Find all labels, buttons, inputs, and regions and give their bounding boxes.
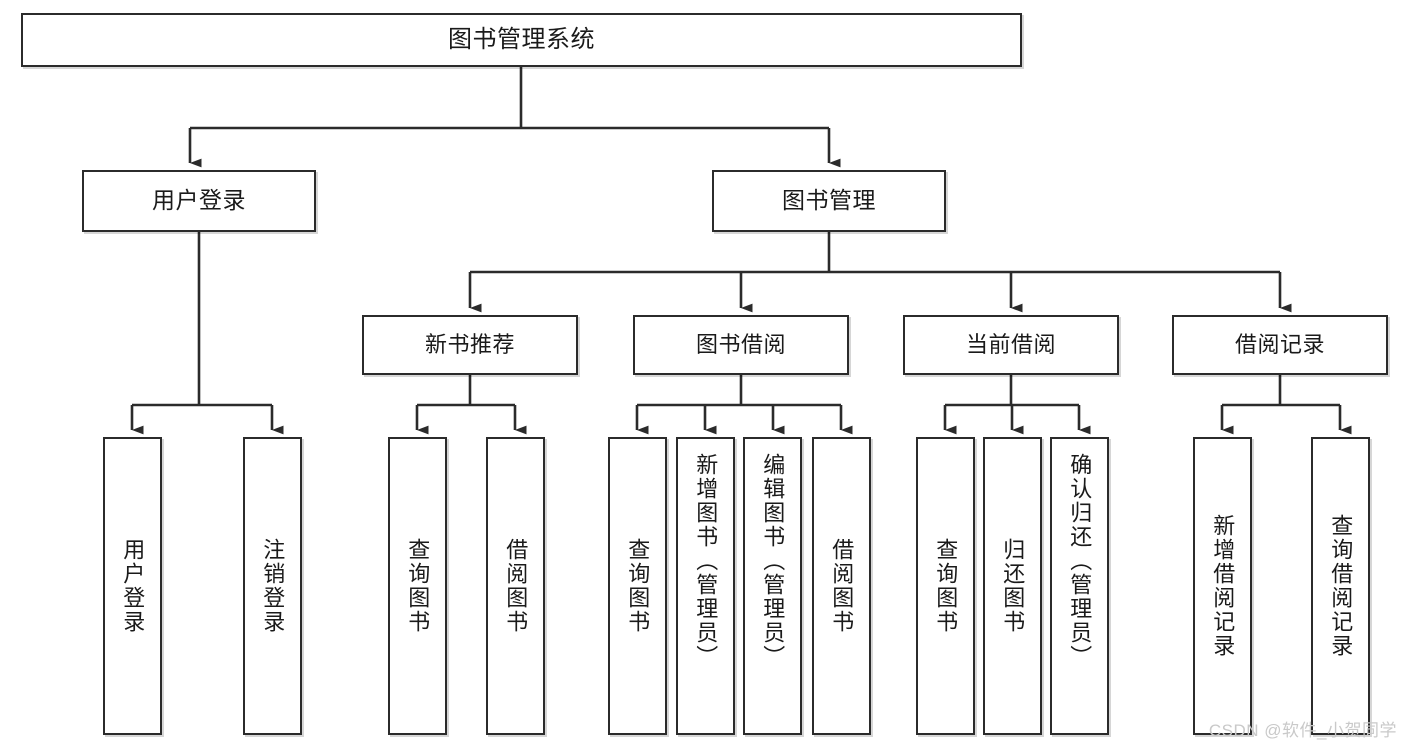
node-label: 图书管理 (782, 187, 876, 214)
node-new-book-recommend[interactable]: 新书推荐 (362, 315, 578, 375)
leaf-borrow-records-add-record[interactable]: 新增借阅记录 (1193, 437, 1252, 735)
node-book-borrow[interactable]: 图书借阅 (633, 315, 849, 375)
node-borrow-records[interactable]: 借阅记录 (1172, 315, 1388, 375)
leaf-label: 注销登录 (260, 538, 286, 634)
leaf-book-borrow-query-book[interactable]: 查询图书 (608, 437, 667, 735)
node-label: 图书借阅 (695, 331, 786, 357)
node-label: 借阅记录 (1234, 331, 1325, 357)
watermark: CSDN @软件_小贺同学 (1208, 721, 1397, 740)
leaf-label: 查询借阅记录 (1328, 514, 1354, 658)
leaf-label: 借阅图书 (503, 538, 529, 634)
leaf-current-borrow-confirm-return-admin[interactable]: 确认归还（管理员） (1050, 437, 1109, 735)
leaf-current-borrow-return-book[interactable]: 归还图书 (983, 437, 1042, 735)
leaf-new-book-query-book[interactable]: 查询图书 (388, 437, 447, 735)
node-label: 新书推荐 (424, 331, 515, 357)
leaf-new-book-borrow-book[interactable]: 借阅图书 (486, 437, 545, 735)
node-root-book-management-system[interactable]: 图书管理系统 (21, 13, 1022, 67)
leaf-book-borrow-add-book-admin[interactable]: 新增图书（管理员） (676, 437, 735, 735)
leaf-label: 查询图书 (933, 538, 959, 634)
node-current-borrow[interactable]: 当前借阅 (903, 315, 1119, 375)
node-label: 图书管理系统 (448, 25, 595, 53)
leaf-label: 查询图书 (405, 538, 431, 634)
leaf-borrow-records-query-record[interactable]: 查询借阅记录 (1311, 437, 1370, 735)
leaf-label: 查询图书 (625, 538, 651, 634)
leaf-book-borrow-borrow-book[interactable]: 借阅图书 (812, 437, 871, 735)
leaf-book-borrow-edit-book-admin[interactable]: 编辑图书（管理员） (743, 437, 802, 735)
leaf-label: 确认归还（管理员） (1067, 453, 1093, 669)
leaf-current-borrow-query-book[interactable]: 查询图书 (916, 437, 975, 735)
leaf-user-login-logout[interactable]: 注销登录 (243, 437, 302, 735)
node-user-login[interactable]: 用户登录 (82, 170, 316, 232)
node-label: 当前借阅 (965, 331, 1056, 357)
leaf-label: 借阅图书 (829, 538, 855, 634)
leaf-label: 新增图书（管理员） (693, 453, 719, 669)
leaf-label: 编辑图书（管理员） (760, 453, 786, 669)
leaf-user-login-login[interactable]: 用户登录 (103, 437, 162, 735)
node-label: 用户登录 (152, 187, 246, 214)
leaf-label: 归还图书 (1000, 538, 1026, 634)
node-book-management[interactable]: 图书管理 (712, 170, 946, 232)
leaf-label: 用户登录 (120, 538, 146, 634)
leaf-label: 新增借阅记录 (1210, 514, 1236, 658)
